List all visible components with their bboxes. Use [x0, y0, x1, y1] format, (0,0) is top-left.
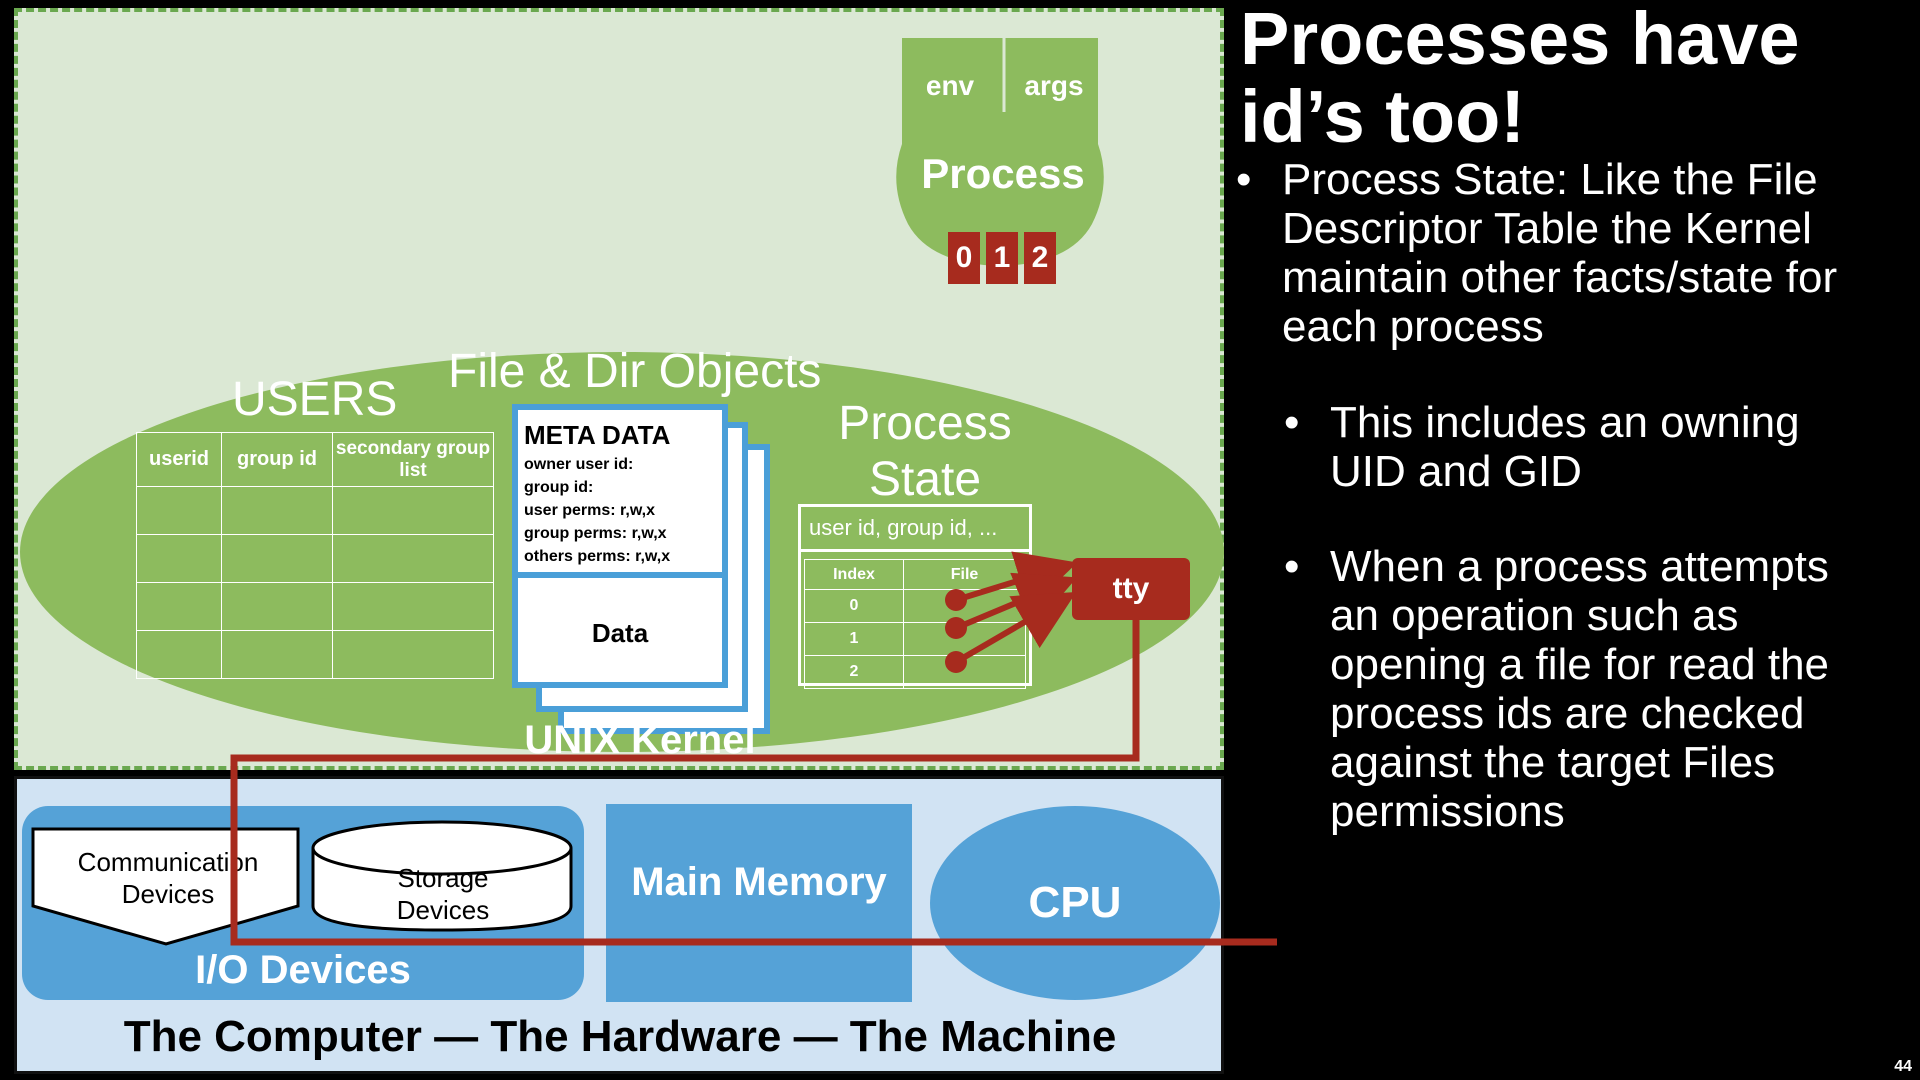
fd-dot-0: [945, 589, 967, 611]
meta-data-lines: owner user id: group id: user perms: r,w…: [524, 453, 670, 568]
page-number: 44: [1894, 1058, 1912, 1075]
users-row: [136, 582, 494, 631]
storage-devices-label: Storage Devices: [396, 863, 490, 925]
fd-1-box: 1: [986, 232, 1018, 284]
process-state-title-1: Process: [838, 397, 1012, 450]
users-header-userid: userid: [136, 432, 222, 487]
process-state-title: Process State: [800, 396, 1050, 508]
fd-dot-2: [945, 651, 967, 673]
bullet-2-text: This includes an owning UID and GID: [1330, 398, 1800, 496]
users-row: [136, 486, 494, 535]
process-label: Process: [921, 150, 1085, 197]
meta-group-id: group id:: [524, 479, 594, 496]
tty-box: tty: [1072, 558, 1190, 620]
main-memory-label: Main Memory: [631, 860, 887, 904]
process-state-title-2: State: [868, 453, 982, 506]
fd-dot-1: [945, 617, 967, 639]
fd-arrow-2: [954, 591, 1077, 665]
fd-table: Index File 0 1 2: [804, 559, 1026, 689]
file-data-label: Data: [591, 618, 649, 648]
fd-arrow-0: [955, 551, 1078, 609]
meta-user-perms: user perms: r,w,x: [524, 502, 656, 519]
users-table: userid group id secondary group list: [136, 432, 494, 679]
bullet-3-marker: •: [1284, 542, 1300, 591]
files-title: File & Dir Objects: [448, 345, 822, 398]
users-title: USERS: [232, 373, 398, 426]
meta-others-perms: others perms: r,w,x: [524, 548, 671, 565]
bullet-1-marker: •: [1236, 155, 1252, 204]
bullet-3-text: When a process attempts an operation suc…: [1330, 542, 1830, 836]
process-state-ids: user id, group id, ...: [809, 515, 998, 540]
process-bag: [896, 38, 1104, 266]
cpu-label: CPU: [1028, 878, 1122, 927]
users-row: [136, 630, 494, 679]
storage-devices-cylinder: [311, 820, 573, 932]
bullet-1-text: Process State: Like the File Descriptor …: [1282, 155, 1838, 351]
io-devices-label: I/O Devices: [195, 948, 411, 992]
args-label: args: [1024, 70, 1084, 101]
fd-row: 1: [804, 622, 1026, 656]
slide-title: Processes have id’s too!: [1240, 0, 1900, 156]
fd-row-index: 2: [804, 655, 904, 689]
file-page-front: [512, 404, 728, 688]
meta-data-title: META DATA: [524, 420, 671, 450]
cpu-ellipse: [930, 806, 1220, 1000]
hardware-caption: The Computer — The Hardware — The Machin…: [123, 1012, 1117, 1061]
communication-devices-label: Communication Devices: [77, 847, 259, 909]
process-state-box: user id, group id, ... Index File 0 1 2: [798, 504, 1032, 689]
meta-owner-user: owner user id:: [524, 456, 634, 473]
env-label: env: [925, 70, 975, 101]
meta-group-perms: group perms: r,w,x: [524, 525, 667, 542]
slide-title-line-1: Processes have: [1240, 0, 1800, 80]
main-memory-box: [606, 804, 912, 1002]
process-shape: [896, 38, 1104, 266]
bullet-2-marker: •: [1284, 398, 1300, 447]
slide-title-line-2: id’s too!: [1240, 75, 1525, 158]
fd-0-box: 0: [948, 232, 980, 284]
fd-row-index: 1: [804, 622, 904, 656]
tty-to-device-line: [230, 618, 1277, 946]
users-header-group-id: group id: [221, 432, 333, 487]
fd-2-box: 2: [1024, 232, 1056, 284]
